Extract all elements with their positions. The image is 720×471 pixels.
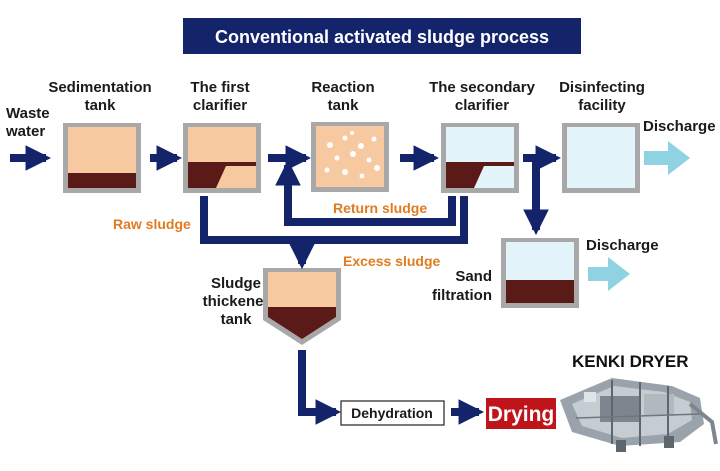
arrow-return-sludge xyxy=(275,159,456,226)
label-sedimentation-1: Sedimentation xyxy=(48,79,151,96)
discharge-arrow-bottom-icon xyxy=(588,257,630,291)
page-title: Conventional activated sludge process xyxy=(215,27,549,47)
disinfecting-tank xyxy=(562,123,640,193)
label-reaction-2: tank xyxy=(328,97,360,114)
brand-title: KENKI DRYER xyxy=(572,352,689,371)
label-sand-2: filtration xyxy=(432,287,492,304)
label-disinfecting-1: Disinfecting xyxy=(559,79,645,96)
label-sand-1: Sand xyxy=(455,268,492,285)
label-first-clarifier-1: The first xyxy=(190,79,249,96)
reaction-tank xyxy=(311,122,389,192)
dehydration-label: Dehydration xyxy=(351,405,433,421)
drying-label: Drying xyxy=(488,403,555,426)
flow-arrows xyxy=(10,145,562,425)
dryer-machine-icon xyxy=(560,378,718,452)
drying-box xyxy=(486,398,556,429)
dehydration-box xyxy=(340,400,445,426)
label-waste-water-1: Waste xyxy=(6,105,50,122)
arrow-to-dehydration xyxy=(298,350,342,425)
first-clarifier-tank xyxy=(183,123,261,193)
label-discharge-bottom: Discharge xyxy=(586,237,659,254)
label-thickener-2: thickener xyxy=(203,293,270,310)
label-reaction-1: Reaction xyxy=(311,79,374,96)
sand-filtration-tank xyxy=(501,238,579,308)
discharge-arrow-top-icon xyxy=(644,141,690,175)
arrow-thickener-in xyxy=(289,196,468,270)
aeration-bubbles-icon xyxy=(324,131,380,179)
label-discharge-top: Discharge xyxy=(643,118,716,135)
sludge-thickener-tank xyxy=(263,268,341,345)
sedimentation-tank xyxy=(63,123,141,193)
label-disinfecting-2: facility xyxy=(578,97,626,114)
label-return-sludge: Return sludge xyxy=(333,200,427,216)
label-secondary-clarifier-2: clarifier xyxy=(455,97,509,114)
label-excess-sludge: Excess sludge xyxy=(343,253,440,269)
label-waste-water-2: water xyxy=(5,123,45,140)
raw-sludge-line xyxy=(200,196,302,244)
label-secondary-clarifier-1: The secondary xyxy=(429,79,536,96)
label-thickener-3: tank xyxy=(221,311,253,328)
label-thickener-1: Sludge xyxy=(211,275,261,292)
label-sedimentation-2: tank xyxy=(85,97,117,114)
title-banner xyxy=(183,18,581,54)
label-raw-sludge: Raw sludge xyxy=(113,216,191,232)
label-first-clarifier-2: clarifier xyxy=(193,97,247,114)
secondary-clarifier-tank xyxy=(441,123,519,193)
